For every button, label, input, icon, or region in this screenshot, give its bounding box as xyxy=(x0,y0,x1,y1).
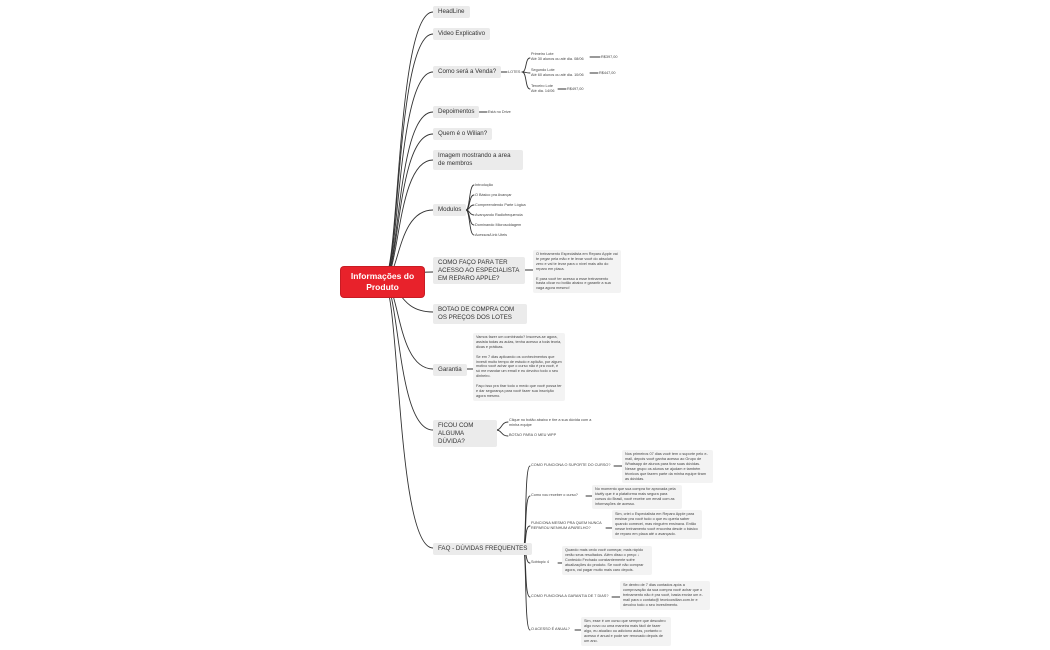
root-node[interactable]: Informações do Produto xyxy=(341,267,424,297)
faq-answer[interactable]: Quando mais cedo você começar, mais rápi… xyxy=(562,546,652,575)
modulo-item[interactable]: Compreendendo Parte Lógica xyxy=(475,203,526,207)
lote-2-price[interactable]: R$447,00 xyxy=(599,71,616,75)
faq-question[interactable]: COMO FUNCIONA A GARANTIA DE 7 DIAS? xyxy=(531,594,609,598)
faq-question[interactable]: O ACESSO É ANUAL? xyxy=(531,627,570,631)
lotes-label[interactable]: LOTES xyxy=(508,70,521,74)
branch-botao-de-compra[interactable]: BOTAO DE COMPRA COM OS PREÇOS DOS LOTES xyxy=(433,304,527,324)
branch-quem-e-o-wilian[interactable]: Quem é o Wilian? xyxy=(433,128,493,140)
lote-1-price[interactable]: R$397,00 xyxy=(601,55,618,59)
faq-question[interactable]: FUNCIONA MESMO PRA QUEM NUNCA REPAROU NE… xyxy=(531,521,602,530)
branch-garantia[interactable]: Garantia xyxy=(433,364,467,376)
garantia-note[interactable]: Vamos fazer um combinado? Inscreva-se ag… xyxy=(473,333,565,401)
faq-question[interactable]: Sobtopic 4 xyxy=(531,560,549,564)
faq-answer[interactable]: Se dentro de 7 dias contados após a comp… xyxy=(620,581,710,610)
modulo-item[interactable]: Dominando Microsoldagem xyxy=(475,223,522,227)
faq-question[interactable]: Como vou receber o curso? xyxy=(531,493,578,497)
modulo-item[interactable]: O Básico pra Avançar xyxy=(475,193,512,197)
lote-1[interactable]: Primeiro Lote Até 30 alunos ou até dia. … xyxy=(531,52,584,61)
branch-video-explicativo[interactable]: Video Explicativo xyxy=(433,28,491,40)
faq-answer[interactable]: Sim, criei o Especialista em Reparo Appl… xyxy=(612,510,702,539)
como-faco-note[interactable]: O treinamento Especialista em Reparo App… xyxy=(533,250,621,294)
faq-answer[interactable]: Sim, esse é um curso que sempre que desc… xyxy=(581,617,671,646)
duvida-note[interactable]: Clique no botão abaixo e tire a sua dúvi… xyxy=(509,418,592,427)
faq-answer[interactable]: No momento que sua compra for aprovada p… xyxy=(592,485,682,509)
modulo-item[interactable]: Acessos/Link Uteis xyxy=(475,233,508,237)
branch-modulos[interactable]: Modulos xyxy=(433,204,467,216)
branch-depoimentos[interactable]: Depoimentos xyxy=(433,106,480,118)
branch-como-sera-a-venda[interactable]: Como será a Venda? xyxy=(433,66,502,78)
branch-headline[interactable]: HeadLine xyxy=(433,6,470,18)
branch-imagem-area-membros[interactable]: Imagem mostrando a area de membros xyxy=(433,150,523,170)
branch-como-faco-acesso[interactable]: COMO FAÇO PARA TER ACESSO AO ESPECIALIST… xyxy=(433,257,525,285)
branch-faq[interactable]: FAQ - DÚVIDAS FREQUENTES xyxy=(433,543,533,555)
lote-3[interactable]: Terceiro Lote Até dia. 14/06 xyxy=(531,84,555,93)
drive-note[interactable]: Está no Drive xyxy=(488,110,511,114)
lote-3-price[interactable]: R$497,00 xyxy=(567,87,584,91)
branch-ficou-com-duvida[interactable]: FICOU COM ALGUMA DÚVIDA? xyxy=(433,420,497,448)
faq-question[interactable]: COMO FUNCIONA O SUPORTE DO CURSO? xyxy=(531,463,611,467)
lote-2[interactable]: Segundo Lote Até 60 alunos ou até dia. 1… xyxy=(531,68,584,77)
modulo-item[interactable]: Introdução xyxy=(475,183,493,187)
duvida-whatsapp-button-note[interactable]: BOTAO PARA O MEU WPP xyxy=(509,433,557,437)
modulo-item[interactable]: Avançando Radiofrequencia xyxy=(475,213,523,217)
faq-answer[interactable]: Nos primeiros 07 dias você tem o suporte… xyxy=(622,450,713,484)
